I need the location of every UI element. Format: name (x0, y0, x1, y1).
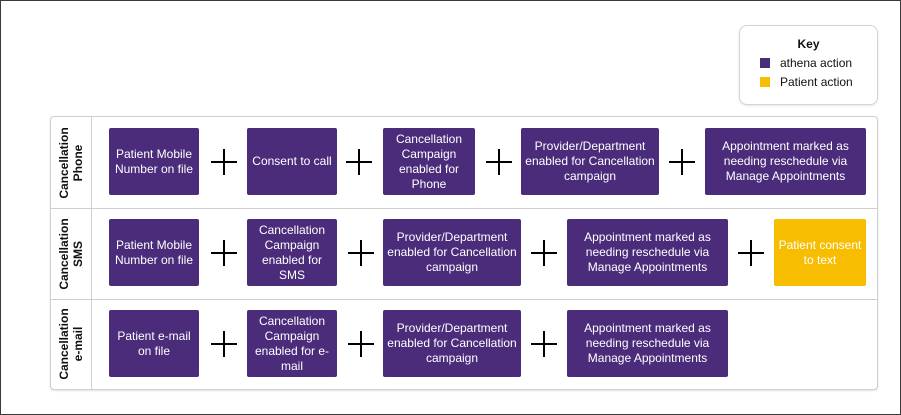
requirement-box: Appointment marked as needing reschedule… (567, 310, 728, 377)
plus-icon (669, 149, 695, 175)
plus-icon (738, 240, 764, 266)
row-phone: Cancellation Phone Patient Mobile Number… (51, 117, 877, 208)
plus-icon (211, 240, 237, 266)
requirement-box: Patient Mobile Number on file (109, 128, 199, 195)
row-label-sms: Cancellation SMS (57, 218, 85, 289)
plus-icon (531, 240, 557, 266)
requirement-box: Appointment marked as needing reschedule… (567, 219, 728, 286)
row-label-phone: Cancellation Phone (57, 127, 85, 198)
row-label-line: e-mail (71, 326, 85, 362)
requirement-box: Cancellation Campaign enabled for SMS (247, 219, 337, 286)
row-label-line: SMS (71, 240, 85, 267)
legend-label-patient: Patient action (780, 75, 853, 89)
row-sms: Cancellation SMS Patient Mobile Number o… (51, 208, 877, 299)
row-label-cell: Cancellation Phone (51, 117, 92, 208)
row-label-line: Cancellation (57, 217, 71, 290)
requirement-box: Appointment marked as needing reschedule… (705, 128, 866, 195)
plus-icon (531, 331, 557, 357)
plus-icon (348, 331, 374, 357)
row-separator (51, 299, 877, 300)
row-separator (51, 208, 877, 209)
row-label-email: Cancellation e-mail (57, 308, 85, 379)
requirement-box: Cancellation Campaign enabled for e-mail (247, 310, 337, 377)
plus-icon (486, 149, 512, 175)
row-label-line: Cancellation (57, 308, 71, 380)
requirements-table: Cancellation Phone Patient Mobile Number… (50, 116, 878, 390)
requirement-box: Provider/Department enabled for Cancella… (383, 310, 521, 377)
row-label-line: Phone (71, 144, 85, 181)
requirement-box: Patient e-mail on file (109, 310, 199, 377)
requirement-box: Cancellation Campaign enabled for Phone (383, 128, 475, 195)
requirement-box: Consent to call (247, 128, 337, 195)
row-label-cell: Cancellation e-mail (51, 299, 92, 389)
patient-swatch (760, 77, 770, 87)
plus-icon (211, 331, 237, 357)
legend-label-athena: athena action (780, 56, 853, 70)
requirement-box: Provider/Department enabled for Cancella… (383, 219, 521, 286)
plus-icon (348, 240, 374, 266)
row-label-line: Cancellation (57, 126, 71, 199)
legend-item-patient: Patient action (760, 75, 853, 89)
requirement-box: Patient Mobile Number on file (109, 219, 199, 286)
athena-swatch (760, 58, 770, 68)
row-email: Cancellation e-mail Patient e-mail on fi… (51, 299, 877, 389)
plus-icon (346, 149, 372, 175)
requirement-box: Provider/Department enabled for Cancella… (521, 128, 659, 195)
row-label-cell: Cancellation SMS (51, 208, 92, 299)
requirement-box-patient: Patient consent to text (774, 219, 866, 286)
legend-title: Key (797, 37, 820, 51)
legend-key: Key athena action Patient action (739, 25, 878, 105)
legend-item-athena: athena action (760, 56, 852, 70)
plus-icon (211, 149, 237, 175)
